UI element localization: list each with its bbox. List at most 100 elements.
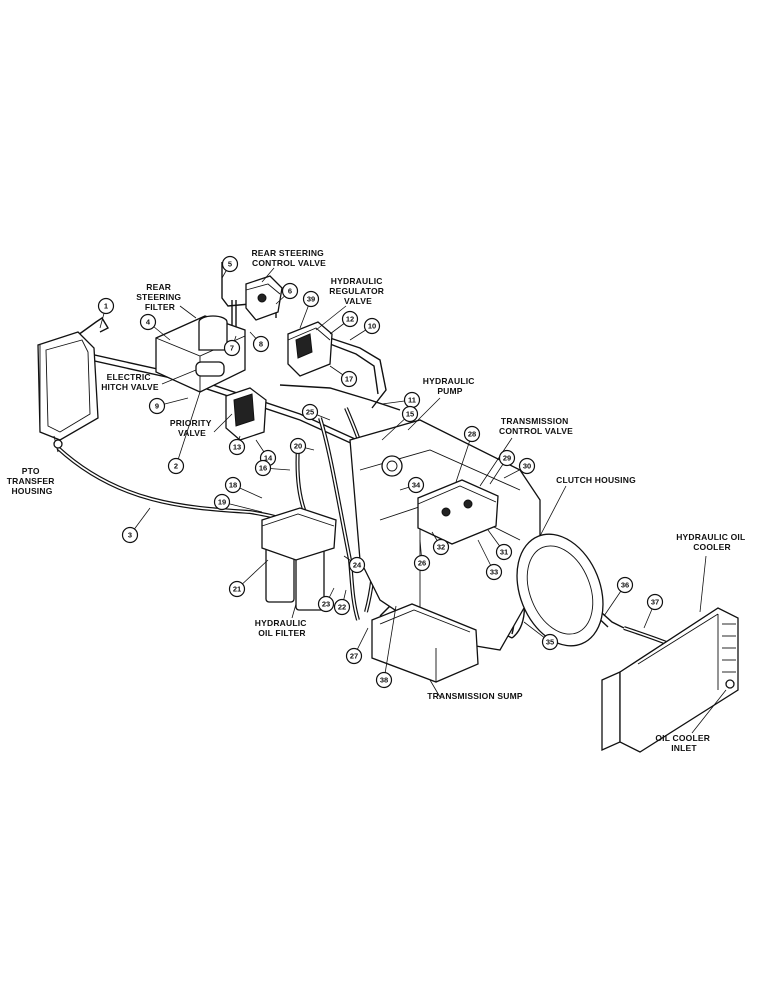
callout-18: 18	[224, 476, 263, 499]
callout-circle	[401, 405, 419, 423]
callout-5: 5	[221, 255, 239, 279]
callout-circle	[432, 538, 450, 556]
callout-circle	[340, 370, 358, 388]
component-labels: REAR STEERING CONTROL VALVE REAR STEERIN…	[7, 248, 748, 753]
callout-number: 38	[380, 676, 388, 685]
callout-circle	[223, 339, 241, 357]
callout-number: 21	[233, 585, 241, 594]
callout-number: 17	[345, 375, 353, 384]
callout-35: 35	[523, 621, 559, 651]
callout-25: 25	[301, 403, 331, 421]
callout-circle	[228, 438, 246, 456]
callout-circle	[121, 526, 139, 544]
hydraulic-oil-cooler	[601, 607, 739, 753]
callout-number: 15	[406, 410, 414, 419]
callout-32: 32	[431, 531, 450, 556]
pto-transfer-housing	[37, 331, 99, 453]
label-rear-steering-filter: REAR STEERING FILTER	[136, 282, 184, 312]
callout-circle	[485, 563, 503, 581]
callout-4: 4	[139, 313, 171, 341]
callout-16: 16	[254, 459, 291, 477]
callout-21: 21	[228, 559, 269, 598]
callout-number: 36	[621, 581, 629, 590]
transmission-sump	[371, 603, 479, 683]
label-rear-steering-control-valve: REAR STEERING CONTROL VALVE	[251, 248, 326, 268]
callout-9: 9	[148, 397, 189, 415]
callout-number: 35	[546, 638, 554, 647]
label-hydraulic-oil-filter: HYDRAULIC OIL FILTER	[255, 618, 309, 638]
callout-circle	[317, 595, 335, 613]
callout-number: 22	[338, 603, 346, 612]
callout-circle	[281, 282, 299, 300]
rear-steering-filter	[155, 315, 246, 393]
callout-30: 30	[503, 457, 536, 479]
callout-circle	[289, 437, 307, 455]
callout-circle	[413, 554, 431, 572]
label-hydraulic-regulator-valve: HYDRAULIC REGULATOR VALVE	[329, 276, 386, 306]
callout-number: 30	[523, 462, 531, 471]
callout-number: 29	[503, 454, 511, 463]
callout-3: 3	[121, 507, 151, 544]
label-transmission-control-valve: TRANSMISSION CONTROL VALVE	[499, 416, 573, 436]
callout-33: 33	[477, 539, 503, 581]
callout-6: 6	[275, 282, 299, 305]
label-electric-hitch-valve: ELECTRIC HITCH VALVE	[101, 372, 159, 392]
callout-28: 28	[455, 425, 481, 483]
callout-circle	[97, 297, 115, 315]
callout-number: 23	[322, 600, 330, 609]
callout-17: 17	[329, 365, 358, 388]
label-leaders	[161, 267, 727, 734]
callout-circle	[345, 647, 363, 665]
callout-circle	[301, 403, 319, 421]
callout-2: 2	[167, 391, 201, 475]
callout-number: 14	[264, 454, 273, 463]
callout-number: 34	[412, 481, 421, 490]
callout-1: 1	[97, 297, 115, 329]
callout-23: 23	[317, 587, 335, 613]
callout-circle	[646, 593, 664, 611]
callout-number: 11	[408, 396, 416, 405]
callout-22: 22	[333, 589, 351, 616]
callout-8: 8	[249, 331, 270, 353]
callout-20: 20	[289, 437, 315, 455]
callout-15: 15	[381, 405, 419, 441]
transmission-control-valve	[417, 479, 499, 545]
callout-12: 12	[329, 310, 359, 335]
callout-number: 33	[490, 568, 498, 577]
callout-circle	[495, 543, 513, 561]
callout-circle	[363, 317, 381, 335]
callout-number: 20	[294, 442, 302, 451]
callout-circle	[518, 457, 536, 475]
callout-number: 28	[468, 430, 476, 439]
callout-circle	[167, 457, 185, 475]
callout-31: 31	[487, 529, 513, 561]
callout-27: 27	[345, 627, 369, 665]
hydraulic-regulator-valve	[287, 321, 333, 377]
hydraulic-oil-filter	[261, 507, 337, 611]
label-clutch-housing: CLUTCH HOUSING	[556, 475, 636, 485]
callout-number: 2	[174, 462, 178, 471]
callout-number: 16	[259, 464, 267, 473]
callout-circle	[254, 459, 272, 477]
callout-circle	[148, 397, 166, 415]
callout-26: 26	[413, 539, 431, 572]
callout-number: 18	[229, 481, 237, 490]
callout-36: 36	[603, 576, 634, 617]
callout-circle	[139, 313, 157, 331]
callout-circle	[213, 493, 231, 511]
callout-circle	[463, 425, 481, 443]
cooler-fins	[722, 623, 736, 673]
callout-7: 7	[223, 335, 241, 357]
callout-circle	[221, 255, 239, 273]
callout-29: 29	[489, 449, 516, 485]
callout-number: 37	[651, 598, 659, 607]
callout-number: 1	[104, 302, 108, 311]
clutch-housing	[516, 533, 604, 647]
label-hydraulic-oil-cooler: HYDRAULIC OIL COOLER	[676, 532, 748, 552]
callout-number: 39	[307, 295, 315, 304]
callout-number: 19	[218, 498, 226, 507]
callout-leader	[175, 391, 201, 467]
